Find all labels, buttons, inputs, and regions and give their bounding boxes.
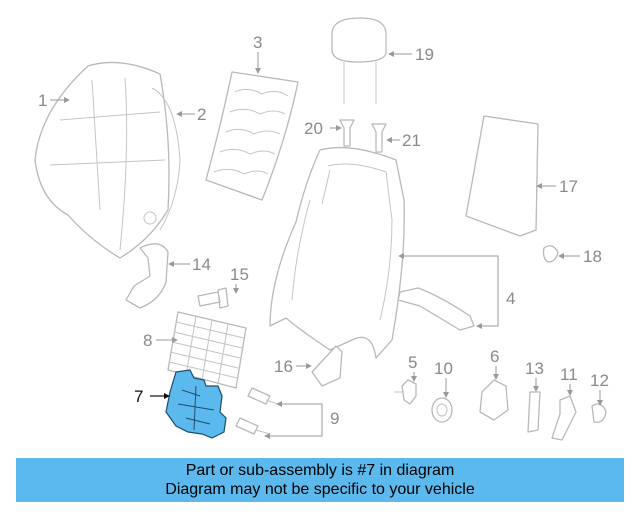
part-5-bolt	[394, 379, 417, 405]
callout-19: 19	[415, 45, 434, 64]
callout-18: 18	[583, 247, 602, 266]
part-4-frame-bracket	[397, 287, 475, 331]
part-18-clip	[542, 245, 559, 263]
part-12-cap	[591, 403, 607, 423]
part-8-lumbar-support	[167, 311, 247, 389]
part-9-cable-b	[235, 417, 271, 435]
leader-lines	[50, 51, 603, 439]
part-9-cable-a	[247, 387, 279, 405]
part-7-lumbar-module	[165, 369, 227, 439]
callout-1: 1	[38, 91, 47, 110]
callout-4: 4	[506, 289, 515, 308]
callout-8: 8	[143, 331, 152, 350]
diagram-canvas: 1 2 3 19 20 21 17 18 14 15 4 8 16 9 5 10…	[34, 17, 609, 441]
callout-12: 12	[590, 371, 609, 390]
callout-17: 17	[559, 177, 578, 196]
part-20-guide	[339, 119, 355, 147]
callout-10: 10	[434, 359, 453, 378]
callout-15: 15	[230, 265, 249, 284]
callout-14: 14	[192, 255, 211, 274]
callout-9: 9	[330, 409, 339, 428]
part-21-guide	[371, 123, 387, 153]
callout-labels: 1 2 3 19 20 21 17 18 14 15 4 8 16 9 5 10…	[38, 33, 609, 428]
callout-21: 21	[402, 131, 421, 150]
part-1-seat-back-cover	[34, 61, 170, 259]
part-11-lever	[551, 395, 577, 441]
callout-7: 7	[134, 387, 143, 406]
callout-6: 6	[490, 347, 499, 366]
callout-3: 3	[253, 33, 262, 52]
banner-line-part-reference: Part or sub-assembly is #7 in diagram	[185, 462, 455, 479]
callout-13: 13	[525, 359, 544, 378]
part-17-back-panel	[465, 115, 539, 237]
part-10-knob	[431, 397, 453, 423]
part-16-bracket	[311, 345, 343, 387]
part-2-cover-trim	[151, 87, 181, 231]
callout-20: 20	[304, 119, 323, 138]
part-14-bracket	[125, 243, 169, 309]
banner-line-disclaimer: Diagram may not be specific to your vehi…	[165, 481, 475, 498]
part-6-recliner-mechanism	[479, 379, 509, 421]
callout-16: 16	[274, 357, 293, 376]
part-15-pin	[197, 287, 229, 309]
callout-2: 2	[197, 105, 206, 124]
callout-11: 11	[560, 365, 578, 384]
part-13-handle	[527, 391, 541, 433]
info-banner: Part or sub-assembly is #7 in diagram Di…	[16, 458, 624, 502]
part-3-seat-back-pad	[205, 71, 299, 201]
part-19-headrest	[331, 17, 387, 104]
callout-5: 5	[408, 353, 417, 372]
part-4-seat-back-frame	[269, 146, 405, 359]
